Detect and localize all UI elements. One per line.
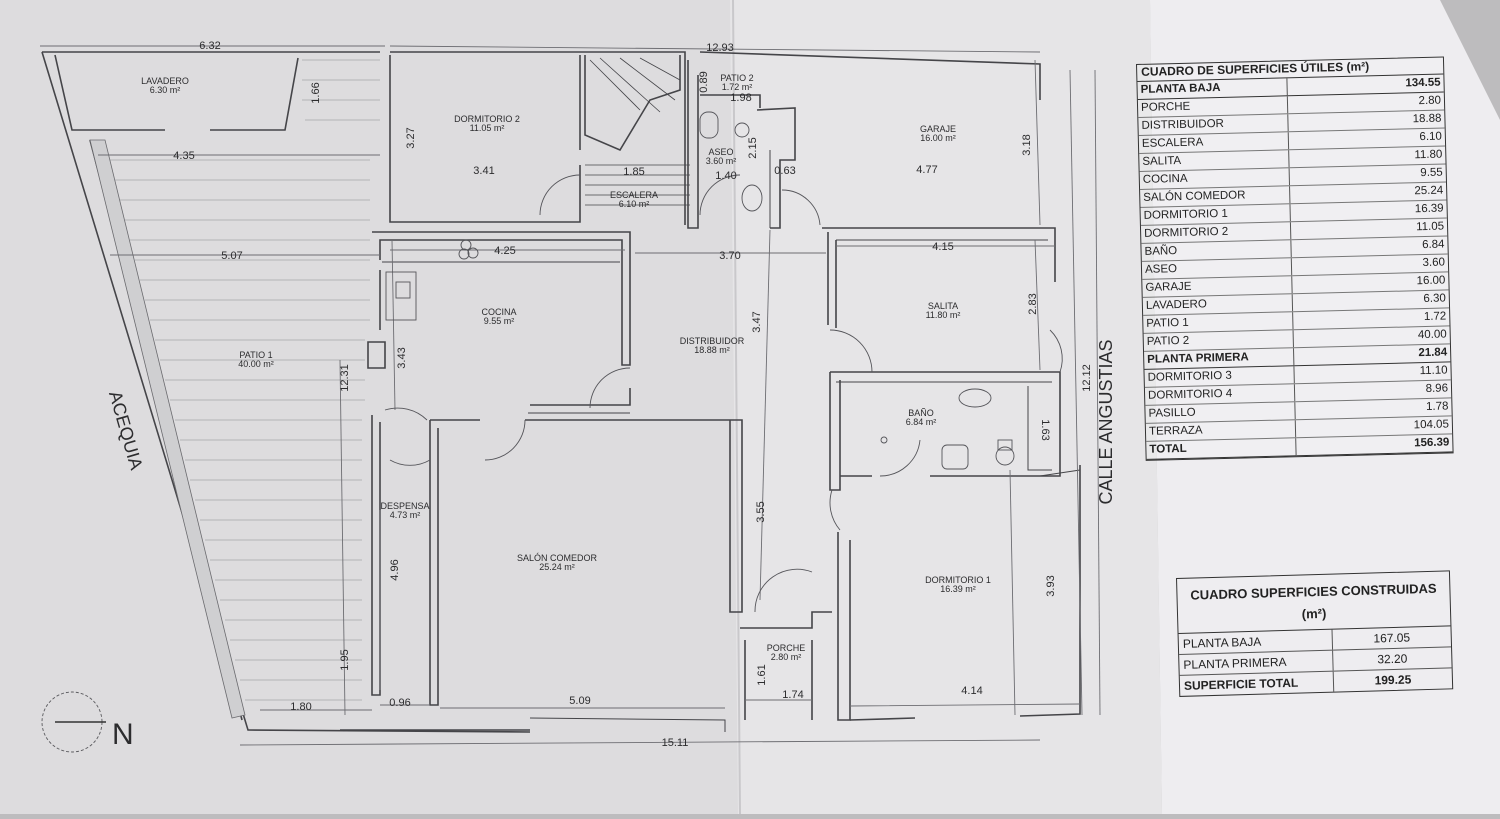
dimension-label: 4.14	[961, 685, 982, 697]
street-label-calle-angustias: CALLE ANGUSTIAS	[1096, 339, 1116, 504]
room-name: GARAJE	[920, 124, 956, 134]
dimension-label: 12.12	[1081, 364, 1093, 392]
north-label: N	[112, 718, 134, 751]
room-name: DISTRIBUIDOR	[680, 336, 745, 346]
dimension-label: 3.70	[719, 250, 740, 262]
dimension-label: 0.96	[389, 697, 410, 709]
room-name: DESPENSA	[380, 501, 429, 511]
dimension-label: 1.74	[782, 689, 803, 701]
dimension-label: 4.96	[389, 559, 401, 580]
dimension-label: 5.07	[221, 250, 242, 262]
room-name: DORMITORIO 1	[925, 575, 991, 585]
dimension-label: 6.32	[199, 40, 220, 52]
room-area: 18.88 m²	[694, 345, 730, 355]
dimension-label: 1.80	[290, 701, 311, 713]
dimension-label: 3.55	[755, 501, 767, 522]
useful-areas-table: CUADRO DE SUPERFICIES ÚTILES (m²) PLANTA…	[1136, 56, 1454, 461]
dimension-label: 3.18	[1021, 134, 1033, 155]
dimension-label: 15.11	[662, 737, 689, 749]
row-label: TOTAL	[1146, 437, 1297, 460]
room-name: SALITA	[928, 301, 958, 311]
room-area: 3.60 m²	[706, 156, 737, 166]
room-name: PATIO 2	[720, 73, 753, 83]
room-area: 6.84 m²	[906, 417, 937, 427]
dimension-label: 4.77	[916, 164, 937, 176]
room-area: 16.00 m²	[920, 133, 956, 143]
dimension-label: 0.89	[698, 71, 710, 92]
room-name: SALÓN COMEDOR	[517, 553, 598, 563]
dimension-label: 1.95	[339, 649, 351, 670]
dimension-label: 4.15	[932, 241, 953, 253]
row-label: SUPERFICIE TOTAL	[1183, 675, 1299, 693]
room-area: 11.05 m²	[470, 123, 505, 133]
dimension-label: 2.83	[1027, 293, 1039, 314]
dimension-label: 3.93	[1045, 575, 1057, 596]
dimension-label: 3.47	[751, 311, 763, 332]
room-area: 40.00 m²	[238, 359, 274, 369]
room-area: 9.55 m²	[484, 316, 515, 326]
built-areas-title: CUADRO SUPERFICIES CONSTRUIDAS (m²)	[1177, 571, 1451, 634]
walls	[41, 51, 1081, 733]
room-area: 1.72 m²	[722, 82, 753, 92]
dimension-label: 4.25	[494, 245, 515, 257]
room-name: ASEO	[708, 147, 733, 157]
dimension-label: 3.43	[396, 347, 408, 368]
built-areas-table: CUADRO SUPERFICIES CONSTRUIDAS (m²) PLAN…	[1176, 570, 1454, 697]
dimension-labels: 6.32 12.93 0.89 1.98 1.66 3.27 4.35 3.41…	[173, 40, 1093, 749]
dimension-label: 5.09	[569, 695, 590, 707]
room-area: 4.73 m²	[390, 510, 421, 520]
room-area: 2.80 m²	[771, 652, 802, 662]
dimension-label: 12.93	[706, 42, 734, 54]
dimension-label: 3.41	[473, 165, 494, 177]
dimension-label: 12.31	[339, 364, 351, 392]
dimension-label: 1.40	[715, 170, 736, 182]
room-name: COCINA	[481, 307, 516, 317]
room-labels: LAVADERO 6.30 m² DORMITORIO 2 11.05 m² P…	[141, 73, 991, 662]
room-name: PATIO 1	[239, 350, 272, 360]
room-name: ESCALERA	[610, 190, 658, 200]
dimension-label: 2.15	[747, 137, 759, 158]
dimension-label: 1.63	[1039, 419, 1051, 440]
dimension-label: 1.66	[310, 82, 322, 103]
row-value: 199.25	[1333, 667, 1453, 692]
room-name: PORCHE	[767, 643, 806, 653]
dimension-label: 0.63	[774, 165, 795, 177]
room-area: 6.30 m²	[150, 85, 181, 95]
fixtures	[385, 111, 1015, 470]
room-area: 6.10 m²	[619, 199, 650, 209]
room-name: BAÑO	[908, 408, 934, 418]
north-arrow-icon: N	[41, 691, 134, 753]
room-name: DORMITORIO 2	[454, 114, 520, 124]
row-value: 156.39	[1295, 433, 1453, 456]
room-name: LAVADERO	[141, 76, 189, 86]
patio-tiles	[110, 59, 380, 701]
dimension-label: 1.98	[730, 92, 751, 104]
dimension-label: 1.85	[623, 166, 644, 178]
room-area: 16.39 m²	[940, 584, 976, 594]
room-area: 11.80 m²	[926, 310, 961, 320]
dimension-lines	[40, 45, 1101, 746]
door-swings	[384, 174, 1063, 613]
dimension-label: 3.27	[405, 127, 417, 148]
dimension-label: 1.61	[756, 664, 768, 685]
room-area: 25.24 m²	[539, 562, 575, 572]
dimension-label: 4.35	[173, 150, 194, 162]
